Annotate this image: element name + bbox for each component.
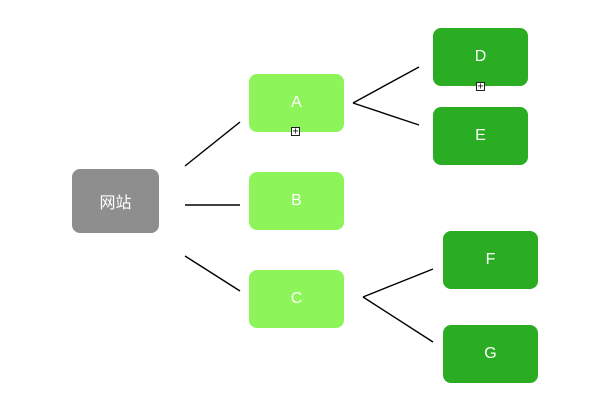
connector-c-g <box>362 296 434 343</box>
node-e[interactable]: E <box>433 107 528 165</box>
node-b-label: B <box>291 192 302 209</box>
expand-toggle-icon[interactable]: + <box>291 126 300 137</box>
root-node-website[interactable]: 网站 <box>72 169 159 233</box>
node-f-label: F <box>485 251 496 268</box>
connector-c-f <box>362 268 434 298</box>
connector-root-c <box>184 255 241 292</box>
node-d-label: D <box>474 48 487 65</box>
root-node-label: 网站 <box>99 193 132 212</box>
node-d[interactable]: D <box>433 28 528 86</box>
node-c-label: C <box>290 290 303 307</box>
node-g[interactable]: G <box>443 325 538 383</box>
node-c[interactable]: C <box>249 270 344 328</box>
expand-toggle-icon[interactable]: + <box>476 81 485 92</box>
node-e-label: E <box>475 127 486 144</box>
node-f[interactable]: F <box>443 231 538 289</box>
connector-root-a <box>184 121 241 167</box>
node-b[interactable]: B <box>249 172 344 230</box>
node-a[interactable]: A <box>249 74 344 132</box>
connector-a-d <box>352 66 420 104</box>
connector-a-e <box>352 102 420 126</box>
node-g-label: G <box>484 345 497 362</box>
node-a-label: A <box>291 94 302 111</box>
